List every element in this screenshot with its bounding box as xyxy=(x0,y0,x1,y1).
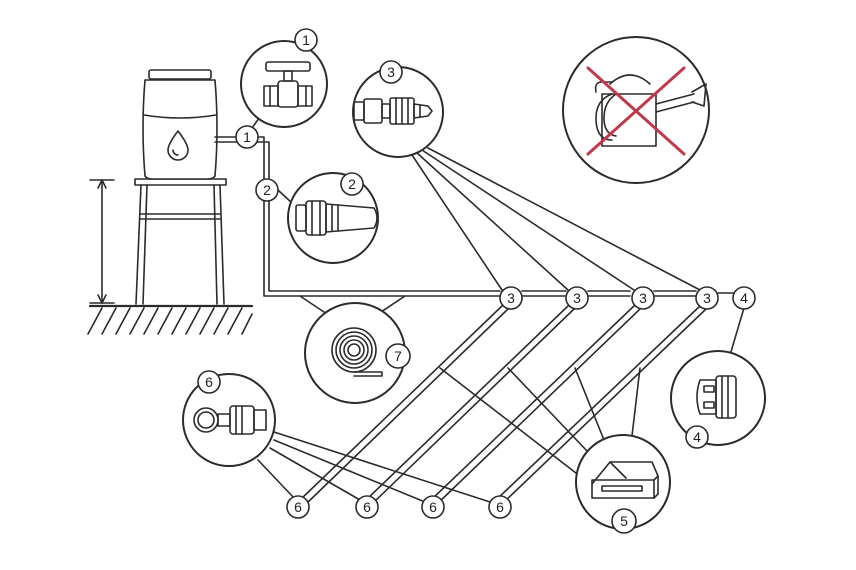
tag-start-connector-bubble: 6 xyxy=(197,370,221,394)
supply-line xyxy=(214,136,735,297)
tag-label: 1 xyxy=(302,32,310,48)
tag-valve-bubble: 1 xyxy=(294,28,318,52)
no-watering-can-bubble xyxy=(562,36,710,184)
water-barrel-icon xyxy=(142,69,218,180)
tag-filter-bubble: 2 xyxy=(340,172,364,196)
tag-connector-4: 3 xyxy=(695,286,719,310)
tag-connector-1: 3 xyxy=(499,286,523,310)
watering-can-crossed-icon xyxy=(586,66,707,156)
tag-label: 6 xyxy=(429,499,437,515)
tag-start-connector-2: 6 xyxy=(355,495,379,519)
start-connector-bubble xyxy=(182,373,276,467)
tag-label: 3 xyxy=(703,290,711,306)
connector-bubble xyxy=(352,66,444,158)
tubing-coil-icon xyxy=(331,327,383,377)
disc-filter-icon xyxy=(295,200,378,236)
tag-label: 6 xyxy=(496,499,504,515)
tag-connector-2: 3 xyxy=(565,286,589,310)
tag-start-connector-3: 6 xyxy=(421,495,445,519)
tag-connector-3: 3 xyxy=(631,286,655,310)
tag-label: 4 xyxy=(740,290,748,306)
tag-start-connector-1: 6 xyxy=(286,495,310,519)
ball-valve-icon xyxy=(263,61,313,108)
tag-label: 6 xyxy=(205,374,213,390)
drip-tubes xyxy=(299,304,707,505)
tag-label: 3 xyxy=(573,290,581,306)
tag-label: 1 xyxy=(243,129,251,145)
tag-label: 6 xyxy=(363,499,371,515)
leader-lines xyxy=(251,113,745,503)
filter-bubble xyxy=(287,172,379,264)
ground xyxy=(87,304,254,335)
tag-valve-line: 1 xyxy=(235,125,259,149)
tag-label: 3 xyxy=(507,290,515,306)
tag-label: 3 xyxy=(387,64,395,80)
tag-label: 4 xyxy=(693,429,701,445)
tag-label: 6 xyxy=(294,499,302,515)
tag-end-cap-bubble: 4 xyxy=(685,425,709,449)
tag-label: 7 xyxy=(394,348,402,364)
valve-bubble xyxy=(240,40,328,128)
tag-label: 5 xyxy=(620,513,628,529)
tubing-coil-bubble xyxy=(304,302,406,404)
end-cap-bubble xyxy=(670,350,766,446)
barrel-stand xyxy=(134,178,227,305)
tag-connector-bubble: 3 xyxy=(379,60,403,84)
height-marker xyxy=(89,179,115,304)
tag-tubing-coil: 7 xyxy=(385,343,411,369)
pump-bubble xyxy=(575,434,671,530)
start-connector-icon xyxy=(193,405,267,435)
tag-label: 3 xyxy=(639,290,647,306)
pump-box-icon xyxy=(591,461,659,499)
end-cap-icon xyxy=(696,375,737,419)
tag-end-cap-line: 4 xyxy=(732,286,756,310)
tag-start-connector-4: 6 xyxy=(488,495,512,519)
connector-icon xyxy=(353,97,433,125)
tag-label: 2 xyxy=(348,176,356,192)
tag-label: 2 xyxy=(263,182,271,198)
tag-filter-line: 2 xyxy=(255,178,279,202)
tag-pump: 5 xyxy=(611,508,637,534)
